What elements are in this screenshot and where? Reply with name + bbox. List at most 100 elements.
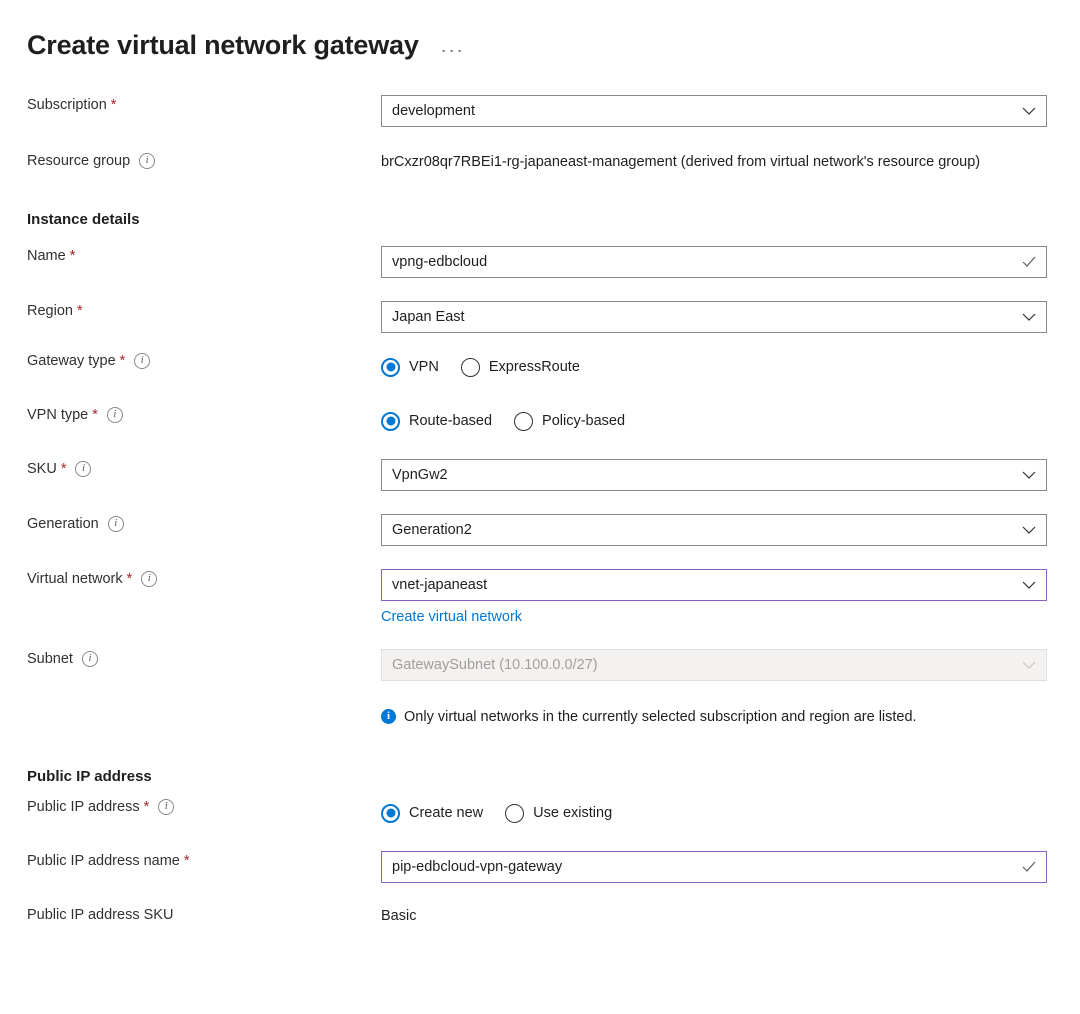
info-icon[interactable] bbox=[158, 799, 175, 815]
radio-vpn-type-route-based[interactable]: Route-based bbox=[381, 411, 493, 431]
subnet-label-text: Subnet bbox=[27, 651, 73, 667]
field-subnet: GatewaySubnet (10.100.0.0/27) bbox=[381, 649, 1047, 681]
chevron-down-icon bbox=[1022, 523, 1036, 537]
page-title: Create virtual network gateway bbox=[27, 30, 419, 60]
region-dropdown[interactable]: Japan East bbox=[381, 301, 1047, 333]
info-filled-icon bbox=[381, 708, 396, 724]
region-value: Japan East bbox=[392, 309, 465, 325]
radio-gateway-type-vpn[interactable]: VPN bbox=[381, 357, 439, 377]
row-name: Name * vpng-edbcloud bbox=[27, 246, 1080, 278]
create-vng-form: Subscription * development Resource grou… bbox=[0, 95, 1080, 177]
info-icon[interactable] bbox=[134, 353, 151, 369]
subscription-required-asterisk: * bbox=[110, 97, 117, 113]
label-public-ip-sku: Public IP address SKU bbox=[27, 905, 381, 925]
row-resource-group: Resource group brCxzr08qr7RBEi1-rg-japan… bbox=[27, 151, 1080, 177]
chevron-down-icon bbox=[1022, 104, 1036, 118]
row-gateway-type: Gateway type * VPN ExpressRoute bbox=[27, 351, 1080, 383]
chevron-down-icon bbox=[1022, 468, 1036, 482]
label-subscription: Subscription * bbox=[27, 95, 381, 115]
checkmark-icon bbox=[1022, 255, 1036, 269]
field-public-ip-name: pip-edbcloud-vpn-gateway bbox=[381, 851, 1047, 883]
name-required-asterisk: * bbox=[69, 248, 76, 264]
row-subnet: Subnet GatewaySubnet (10.100.0.0/27) bbox=[27, 649, 1080, 681]
radio-dot-icon bbox=[381, 357, 400, 377]
field-vpn-type: Route-based Policy-based bbox=[381, 405, 1047, 437]
label-name: Name * bbox=[27, 246, 381, 266]
sku-required-asterisk: * bbox=[60, 461, 67, 477]
virtual-network-dropdown[interactable]: vnet-japaneast bbox=[381, 569, 1047, 601]
generation-label-text: Generation bbox=[27, 516, 99, 532]
subnet-value: GatewaySubnet (10.100.0.0/27) bbox=[392, 657, 598, 673]
public-ip-sku-value: Basic bbox=[381, 908, 417, 924]
radio-public-ip-create-new[interactable]: Create new bbox=[381, 803, 484, 823]
row-subscription: Subscription * development bbox=[27, 95, 1080, 127]
label-vpn-type: VPN type * bbox=[27, 405, 381, 425]
public-ip-address-heading: Public IP address bbox=[27, 768, 152, 785]
radio-label: Route-based bbox=[409, 413, 493, 429]
virtual-network-required-asterisk: * bbox=[126, 571, 133, 587]
resource-group-label-text: Resource group bbox=[27, 153, 131, 169]
chevron-down-icon bbox=[1022, 658, 1036, 672]
public-ip-address-required-asterisk: * bbox=[143, 799, 150, 815]
sku-dropdown[interactable]: VpnGw2 bbox=[381, 459, 1047, 491]
field-region: Japan East bbox=[381, 301, 1047, 333]
field-subscription: development bbox=[381, 95, 1047, 127]
public-ip-name-input[interactable]: pip-edbcloud-vpn-gateway bbox=[381, 851, 1047, 883]
subscription-dropdown[interactable]: development bbox=[381, 95, 1047, 127]
info-icon[interactable] bbox=[106, 407, 123, 423]
info-icon[interactable] bbox=[81, 651, 98, 667]
info-icon[interactable] bbox=[107, 516, 124, 532]
radio-dot-icon bbox=[505, 803, 525, 823]
label-virtual-network: Virtual network * bbox=[27, 569, 381, 589]
field-virtual-network: vnet-japaneast Create virtual network bbox=[381, 569, 1047, 626]
gateway-type-radio-group: VPN ExpressRoute bbox=[381, 351, 1047, 383]
info-icon[interactable] bbox=[141, 571, 158, 587]
info-banner-text: Only virtual networks in the currently s… bbox=[404, 709, 917, 725]
radio-label: Create new bbox=[409, 805, 484, 821]
checkmark-icon bbox=[1022, 860, 1036, 874]
row-region: Region * Japan East bbox=[27, 301, 1080, 333]
name-input[interactable]: vpng-edbcloud bbox=[381, 246, 1047, 278]
gateway-type-required-asterisk: * bbox=[119, 353, 126, 369]
radio-label: Policy-based bbox=[542, 413, 626, 429]
field-name: vpng-edbcloud bbox=[381, 246, 1047, 278]
radio-public-ip-use-existing[interactable]: Use existing bbox=[505, 803, 613, 823]
label-public-ip-address: Public IP address * bbox=[27, 797, 381, 817]
radio-vpn-type-policy-based[interactable]: Policy-based bbox=[514, 411, 626, 431]
field-info-banner: Only virtual networks in the currently s… bbox=[381, 706, 1047, 729]
field-gateway-type: VPN ExpressRoute bbox=[381, 351, 1047, 383]
info-icon[interactable] bbox=[75, 461, 92, 477]
public-ip-address-label-text: Public IP address bbox=[27, 799, 140, 815]
radio-label: ExpressRoute bbox=[488, 359, 580, 375]
resource-group-value: brCxzr08qr7RBEi1-rg-japaneast-management… bbox=[381, 154, 981, 170]
radio-gateway-type-expressroute[interactable]: ExpressRoute bbox=[460, 357, 580, 377]
field-resource-group: brCxzr08qr7RBEi1-rg-japaneast-management… bbox=[381, 151, 1047, 174]
field-public-ip-sku: Basic bbox=[381, 905, 1047, 928]
vpn-type-required-asterisk: * bbox=[92, 407, 98, 423]
radio-label: VPN bbox=[409, 359, 439, 375]
region-label-text: Region bbox=[27, 303, 73, 319]
label-sku: SKU * bbox=[27, 459, 381, 479]
label-resource-group: Resource group bbox=[27, 151, 381, 171]
field-sku: VpnGw2 bbox=[381, 459, 1047, 491]
label-region: Region * bbox=[27, 301, 381, 321]
row-info-banner: Only virtual networks in the currently s… bbox=[27, 706, 1080, 732]
label-subnet: Subnet bbox=[27, 649, 381, 669]
label-public-ip-name: Public IP address name * bbox=[27, 851, 381, 871]
vpn-type-radio-group: Route-based Policy-based bbox=[381, 405, 1047, 437]
info-icon[interactable] bbox=[139, 153, 156, 169]
field-public-ip-address: Create new Use existing bbox=[381, 797, 1047, 829]
radio-label: Use existing bbox=[533, 805, 613, 821]
label-generation: Generation bbox=[27, 514, 381, 534]
label-gateway-type: Gateway type * bbox=[27, 351, 381, 371]
public-ip-name-value: pip-edbcloud-vpn-gateway bbox=[392, 859, 563, 875]
row-sku: SKU * VpnGw2 bbox=[27, 459, 1080, 491]
sku-value: VpnGw2 bbox=[392, 467, 448, 483]
radio-dot-icon bbox=[514, 411, 534, 431]
vpn-type-label-text: VPN type bbox=[27, 407, 89, 423]
more-options-icon[interactable]: ··· bbox=[440, 39, 465, 60]
create-virtual-network-link[interactable]: Create virtual network bbox=[381, 609, 523, 625]
chevron-down-icon bbox=[1022, 310, 1036, 324]
generation-dropdown[interactable]: Generation2 bbox=[381, 514, 1047, 546]
radio-dot-icon bbox=[381, 803, 400, 823]
